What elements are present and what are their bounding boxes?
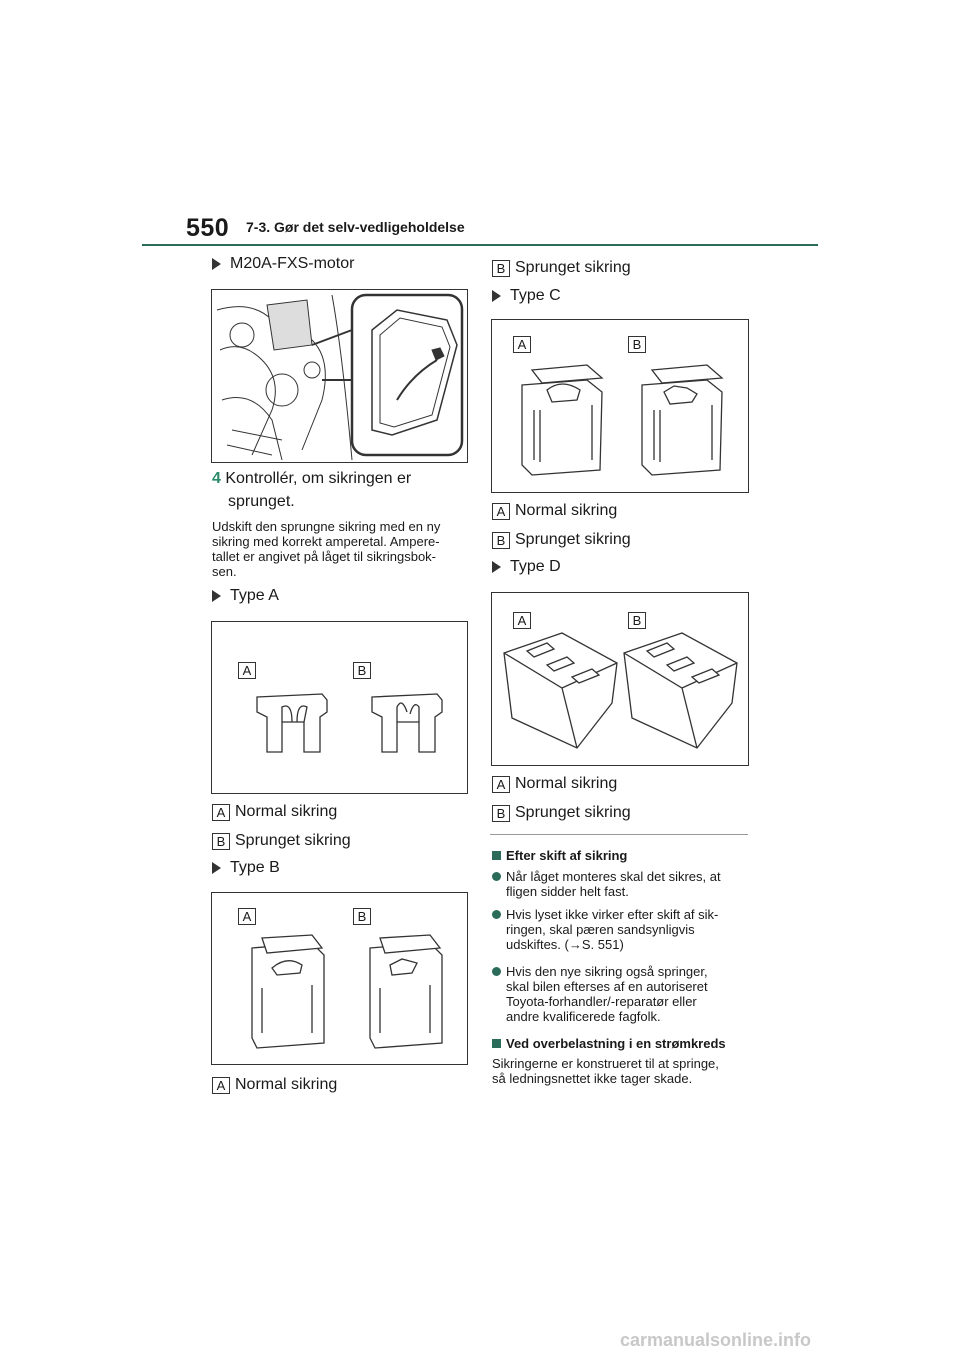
- legend-a-normal-b: A Normal sikring: [212, 1076, 337, 1094]
- legend-text: Normal sikring: [515, 775, 618, 792]
- watermark: carmanualsonline.info: [620, 1330, 812, 1350]
- type-b-figure: A B: [211, 892, 468, 1065]
- legend-text: Normal sikring: [515, 502, 618, 519]
- instruction-body: Udskift den sprungne sikring med en ny s…: [212, 519, 440, 579]
- body-line: sikring med korrekt amperetal. Ampere-: [212, 534, 440, 549]
- note-line: Hvis lyset ikke virker efter skift af si…: [506, 907, 719, 922]
- engine-label: M20A-FXS-motor: [230, 255, 355, 272]
- note-line: ringen, skal pæren sandsynligvis: [506, 922, 695, 937]
- legend-a-normal: A Normal sikring: [212, 803, 337, 821]
- square-bullet-icon: [492, 1039, 501, 1048]
- round-bullet-icon: [492, 910, 501, 919]
- label-a: A: [238, 908, 256, 925]
- legend-c-normal: A Normal sikring: [492, 502, 617, 520]
- type-b-fuses-illustration: [251, 934, 443, 1049]
- label-b: B: [353, 662, 371, 679]
- type-c-label: Type C: [510, 287, 561, 304]
- note-line: Sikringerne er konstrueret til at spring…: [492, 1056, 719, 1071]
- step-text-line1: Kontrollér, om sikringen er: [225, 470, 412, 487]
- triangle-bullet-icon: [212, 590, 221, 602]
- square-bullet-icon: [492, 851, 501, 860]
- subheading-overload: Ved overbelastning i en strømkreds: [492, 1036, 726, 1051]
- engine-figure: [211, 289, 468, 463]
- section-divider: [490, 834, 748, 835]
- note-line: så ledningsnettet ikke tager skade.: [492, 1071, 693, 1086]
- label-b-tag: B: [492, 259, 510, 277]
- note-line: andre kvalificerede fagfolk.: [506, 1009, 661, 1024]
- type-a-label: Type A: [230, 587, 279, 604]
- type-a-figure: A B: [211, 621, 468, 794]
- type-d-label: Type D: [510, 558, 561, 575]
- label-a: A: [238, 662, 256, 679]
- legend-d-normal: A Normal sikring: [492, 775, 617, 793]
- type-c-bullet: Type C: [492, 287, 561, 305]
- label-a-tag: A: [492, 775, 510, 793]
- legend-d-blown: B Sprunget sikring: [492, 804, 631, 822]
- note-line: udskiftes. (→S. 551): [506, 937, 624, 952]
- label-b-tag: B: [212, 832, 230, 850]
- engine-bullet: M20A-FXS-motor: [212, 255, 354, 273]
- type-d-bullet: Type D: [492, 558, 561, 576]
- round-bullet-icon: [492, 967, 501, 976]
- legend-text: Sprunget sikring: [515, 259, 631, 276]
- note-line: Når låget monteres skal det sikres, at: [506, 869, 721, 884]
- engine-bay-illustration: [216, 293, 464, 461]
- step-4: 4 Kontrollér, om sikringen er: [212, 470, 411, 488]
- legend-b-blown: B Sprunget sikring: [212, 832, 351, 850]
- legend-text: Sprunget sikring: [235, 832, 351, 849]
- subheading-text: Ved overbelastning i en strømkreds: [506, 1036, 726, 1051]
- note-line: fligen sidder helt fast.: [506, 884, 629, 899]
- type-b-label: Type B: [230, 859, 280, 876]
- legend-text: Sprunget sikring: [515, 804, 631, 821]
- type-d-figure: A B: [491, 592, 749, 766]
- note-item: Hvis lyset ikke virker efter skift af si…: [492, 907, 718, 952]
- section-title: 7-3. Gør det selv-vedligeholdelse: [246, 219, 465, 235]
- subheading-after-replace: Efter skift af sikring: [492, 848, 627, 863]
- note-line: skal bilen efterses af en autoriseret: [506, 979, 708, 994]
- legend-text: Normal sikring: [235, 1076, 338, 1093]
- type-a-bullet: Type A: [212, 587, 279, 605]
- label-b-tag: B: [492, 804, 510, 822]
- label-a-tag: A: [212, 1076, 230, 1094]
- triangle-bullet-icon: [492, 561, 501, 573]
- note-item: Hvis den nye sikring også springer, skal…: [492, 964, 708, 1024]
- body-line: Udskift den sprungne sikring med en ny: [212, 519, 441, 534]
- label-b: B: [353, 908, 371, 925]
- legend-c-blown: B Sprunget sikring: [492, 531, 631, 549]
- note-line: Hvis den nye sikring også springer,: [506, 964, 708, 979]
- label-a: A: [513, 612, 531, 629]
- step-number: 4: [212, 470, 221, 487]
- label-b-tag: B: [492, 531, 510, 549]
- legend-b-blown-top: B Sprunget sikring: [492, 259, 631, 277]
- subheading-text: Efter skift af sikring: [506, 848, 628, 863]
- type-d-fuses-illustration: [503, 632, 738, 749]
- header-rule: [142, 244, 818, 246]
- body-line: tallet er angivet på låget til sikringsb…: [212, 549, 437, 564]
- page-number: 550: [186, 214, 230, 242]
- type-c-fuses-illustration: [521, 364, 724, 476]
- note-item: Når låget monteres skal det sikres, at f…: [492, 869, 721, 899]
- label-a-tag: A: [212, 803, 230, 821]
- type-a-fuses-illustration: [256, 693, 443, 753]
- label-a-tag: A: [492, 502, 510, 520]
- legend-text: Sprunget sikring: [515, 531, 631, 548]
- label-b: B: [628, 612, 646, 629]
- triangle-bullet-icon: [492, 290, 501, 302]
- body-line: sen.: [212, 564, 237, 579]
- overload-text: Sikringerne er konstrueret til at spring…: [492, 1056, 719, 1086]
- legend-text: Normal sikring: [235, 803, 338, 820]
- triangle-bullet-icon: [212, 258, 221, 270]
- label-b: B: [628, 336, 646, 353]
- step-text-line2: sprunget.: [228, 493, 295, 510]
- round-bullet-icon: [492, 872, 501, 881]
- triangle-bullet-icon: [212, 862, 221, 874]
- type-b-bullet: Type B: [212, 859, 280, 877]
- note-line: Toyota-forhandler/-reparatør eller: [506, 994, 697, 1009]
- type-c-figure: A B: [491, 319, 749, 493]
- label-a: A: [513, 336, 531, 353]
